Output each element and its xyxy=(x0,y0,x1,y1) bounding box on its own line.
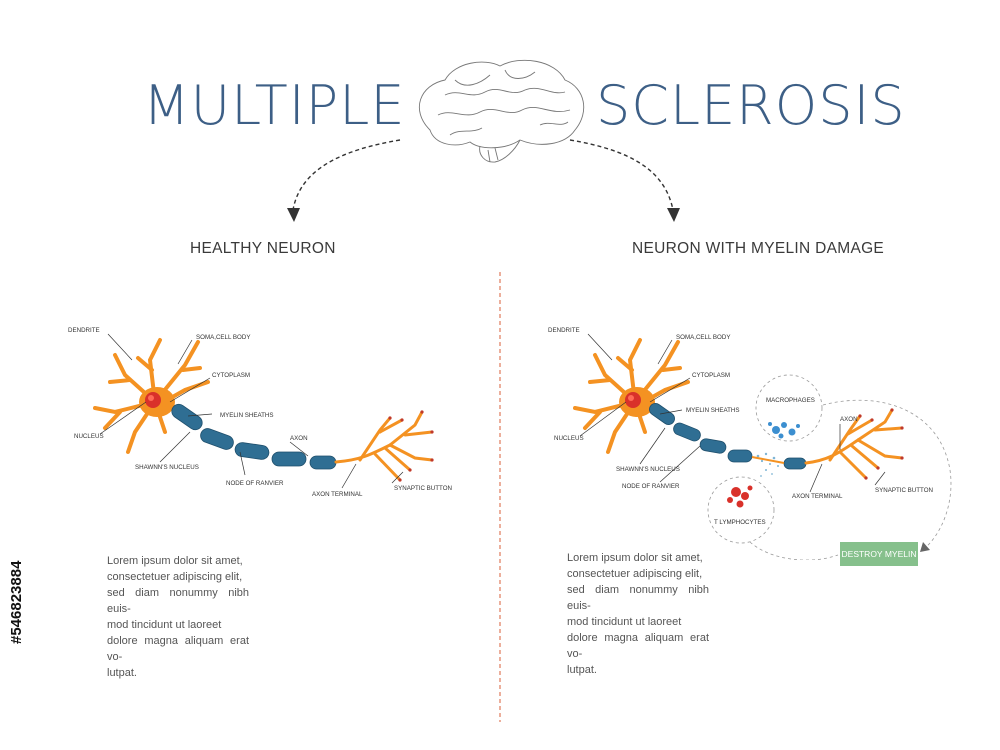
label-macrophages: MACROPHAGES xyxy=(766,397,815,404)
label-ranvier: NODE OF RANVIER xyxy=(226,480,284,487)
label-nucleus: NUCLEUS xyxy=(554,435,584,442)
label-axon: AXON xyxy=(290,435,308,442)
text-line: consectetuer adipiscing elit, xyxy=(107,571,243,583)
label-dendrite: DENDRITE xyxy=(548,327,580,334)
text-line: lutpat. xyxy=(107,667,137,679)
stock-id-text: #546823884 xyxy=(8,560,25,644)
text-line: dolore magna aliquam erat vo- xyxy=(107,635,249,663)
label-schwann: SHAWNN'S NUCLEUS xyxy=(135,464,199,471)
damaged-myelin-fragments xyxy=(756,452,779,477)
label-cytoplasm: CYTOPLASM xyxy=(692,372,730,379)
healthy-neuron-diagram: DENDRITE SOMA,CELL BODY CYTOPLASM MYELIN… xyxy=(68,327,452,498)
label-myelin: MYELIN SHEATHS xyxy=(686,407,740,414)
label-schwann: SHAWNN'S NUCLEUS xyxy=(616,466,680,473)
healthy-paragraph: Lorem ipsum dolor sit amet, consectetuer… xyxy=(107,553,249,681)
brain-icon xyxy=(418,59,585,163)
axon-terminal xyxy=(334,410,434,482)
label-nucleus: NUCLEUS xyxy=(74,433,104,440)
macrophages-circle xyxy=(755,374,823,442)
label-tlymph: T LYMPHOCYTES xyxy=(714,519,766,526)
t-lymphocyte-cells xyxy=(727,485,753,508)
title-multiple: MULTIPLE xyxy=(143,74,406,137)
title-sclerosis: SCLEROSIS xyxy=(596,74,906,137)
label-synaptic: SYNAPTIC BUTTON xyxy=(875,487,933,494)
label-terminal: AXON TERMINAL xyxy=(312,491,363,498)
label-synaptic: SYNAPTIC BUTTON xyxy=(394,485,452,492)
label-soma: SOMA,CELL BODY xyxy=(676,334,730,341)
label-dendrite: DENDRITE xyxy=(68,327,100,334)
axon-terminal xyxy=(804,408,904,480)
header-graphics xyxy=(287,59,680,222)
label-ranvier: NODE OF RANVIER xyxy=(622,483,680,490)
text-line: sed diam nonummy nibh euis- xyxy=(567,584,709,612)
label-soma: SOMA,CELL BODY xyxy=(196,334,250,341)
text-line: Lorem ipsum dolor sit amet, xyxy=(107,555,243,567)
label-cytoplasm: CYTOPLASM xyxy=(212,372,250,379)
text-line: Lorem ipsum dolor sit amet, xyxy=(567,552,703,564)
text-line: lutpat. xyxy=(567,664,597,676)
myelin-sheaths xyxy=(171,403,337,470)
label-terminal: AXON TERMINAL xyxy=(792,493,843,500)
text-line: dolore magna aliquam erat vo- xyxy=(567,632,709,660)
damaged-neuron-diagram: DENDRITE SOMA,CELL BODY CYTOPLASM MYELIN… xyxy=(548,327,952,560)
myelin-sheaths xyxy=(649,403,807,470)
stock-id-watermark: #546823884 xyxy=(8,560,25,644)
text-line: mod tincidunt ut laoreet xyxy=(567,616,682,628)
label-axon: AXON xyxy=(840,416,858,423)
damaged-paragraph: Lorem ipsum dolor sit amet, consectetuer… xyxy=(567,550,709,678)
tlymph-circle xyxy=(707,476,775,544)
label-myelin: MYELIN SHEATHS xyxy=(220,412,274,419)
text-line: mod tincidunt ut laoreet xyxy=(107,619,222,631)
divider-line xyxy=(499,272,501,722)
text-line: consectetuer adipiscing elit, xyxy=(567,568,703,580)
text-line: sed diam nonummy nibh euis- xyxy=(107,587,249,615)
damaged-heading: NEURON WITH MYELIN DAMAGE xyxy=(632,240,885,257)
healthy-heading: HEALTHY NEURON xyxy=(190,240,336,257)
macrophage-cells xyxy=(768,422,800,439)
destroy-myelin-badge: DESTROY MYELIN xyxy=(840,542,918,566)
